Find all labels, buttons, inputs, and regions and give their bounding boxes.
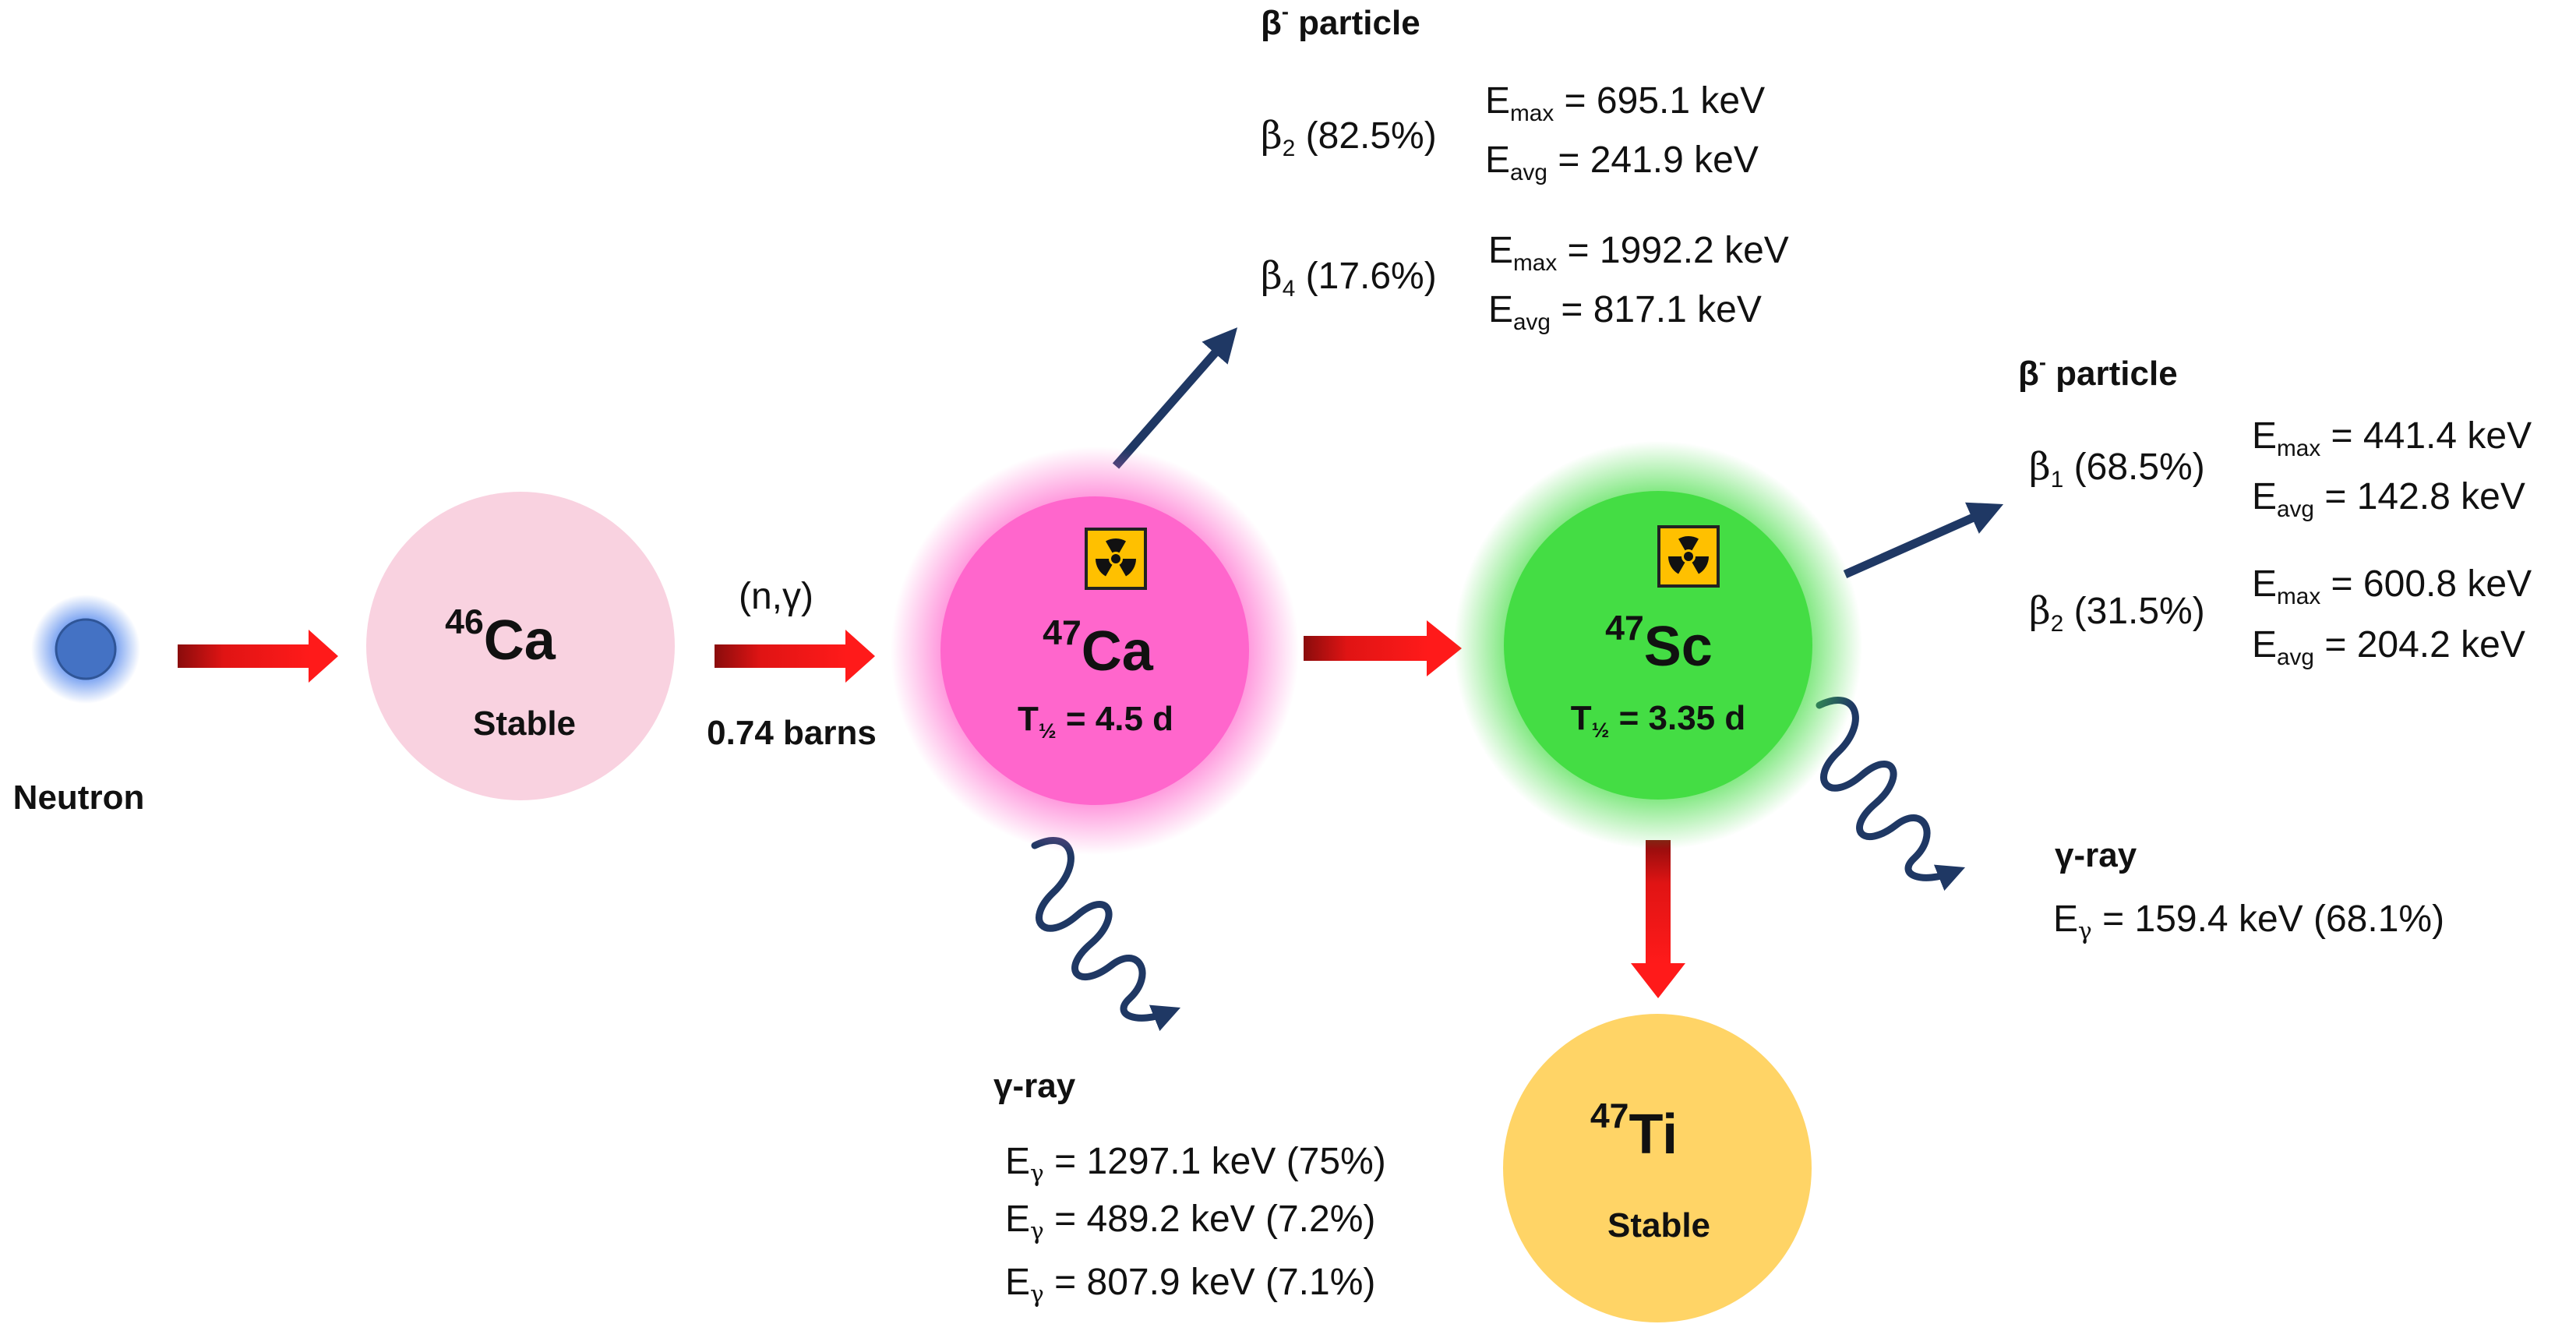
gamma-wave-ca47 bbox=[1031, 837, 1181, 1032]
ca47-beta-title: β- particle bbox=[1261, 0, 1420, 42]
neutron bbox=[31, 595, 140, 704]
ca47-gamma-line-2: Eγ = 489.2 keV (7.2%) bbox=[1005, 1199, 1376, 1246]
ca47-halflife: T½ = 4.5 d bbox=[1017, 700, 1174, 743]
sc47-beta-branch-1: β1 (68.5%) bbox=[2029, 445, 2205, 493]
ca47-beta-branch-2-emax: Emax = 1992.2 keV bbox=[1488, 230, 1789, 277]
ca47-gamma-line-3: Eγ = 807.9 keV (7.1%) bbox=[1005, 1262, 1376, 1309]
ti47-symbol: 47Ti bbox=[1590, 1096, 1678, 1166]
cross-section: 0.74 barns bbox=[707, 714, 877, 752]
nucleus-ca46 bbox=[366, 492, 675, 800]
sc47-beta-branch-2: β2 (31.5%) bbox=[2029, 589, 2205, 637]
sc47-beta-branch-1-eavg: Eavg = 142.8 keV bbox=[2252, 476, 2525, 523]
sc47-symbol: 47Sc bbox=[1605, 609, 1713, 678]
sc47-beta-branch-2-eavg: Eavg = 204.2 keV bbox=[2252, 624, 2525, 671]
nucleus-sc47 bbox=[1504, 491, 1812, 800]
sc47-beta-title: β- particle bbox=[2018, 349, 2178, 393]
ca46-status: Stable bbox=[472, 704, 577, 743]
radiation-hazard-icon bbox=[1085, 528, 1147, 590]
gamma-wave-sc47 bbox=[1816, 697, 1966, 891]
sc47-gamma-line-1: Eγ = 159.4 keV (68.1%) bbox=[2053, 899, 2445, 946]
arrow-ca47-to-sc47 bbox=[1304, 620, 1462, 676]
ca47-beta-branch-2: β4 (17.6%) bbox=[1261, 254, 1437, 302]
reaction-type: (n,γ) bbox=[739, 576, 813, 617]
sc47-beta-branch-2-emax: Emax = 600.8 keV bbox=[2252, 563, 2532, 610]
arrow-ca46-to-ca47 bbox=[715, 630, 875, 683]
ca47-gamma-title: γ-ray bbox=[993, 1067, 1076, 1105]
neutron-particle bbox=[55, 618, 117, 680]
sc47-halflife: T½ = 3.35 d bbox=[1570, 699, 1746, 742]
ca47-beta-branch-2-eavg: Eavg = 817.1 keV bbox=[1488, 289, 1762, 336]
arrow-sc47-to-ti47 bbox=[1631, 840, 1685, 998]
ca47-beta-branch-1-emax: Emax = 695.1 keV bbox=[1485, 80, 1766, 127]
neutron-label: Neutron bbox=[12, 779, 145, 817]
sc47-beta-branch-1-emax: Emax = 441.4 keV bbox=[2252, 415, 2532, 462]
radiation-hazard-icon bbox=[1657, 525, 1720, 588]
nucleus-ti47 bbox=[1503, 1014, 1812, 1322]
ca47-symbol: 47Ca bbox=[1043, 613, 1153, 683]
nucleus-ca47 bbox=[940, 496, 1249, 805]
beta-arrow-ca47 bbox=[1112, 327, 1238, 469]
beta-arrow-sc47 bbox=[1843, 502, 2004, 579]
arrow-neutron-to-ca46 bbox=[178, 630, 338, 683]
ca46-symbol: 46Ca bbox=[445, 602, 556, 672]
sc47-gamma-title: γ-ray bbox=[2055, 836, 2137, 874]
ca47-beta-branch-1: β2 (82.5%) bbox=[1261, 114, 1437, 162]
ti47-status: Stable bbox=[1607, 1206, 1711, 1245]
ca47-beta-branch-1-eavg: Eavg = 241.9 keV bbox=[1485, 139, 1759, 186]
ca47-gamma-line-1: Eγ = 1297.1 keV (75%) bbox=[1005, 1141, 1386, 1188]
